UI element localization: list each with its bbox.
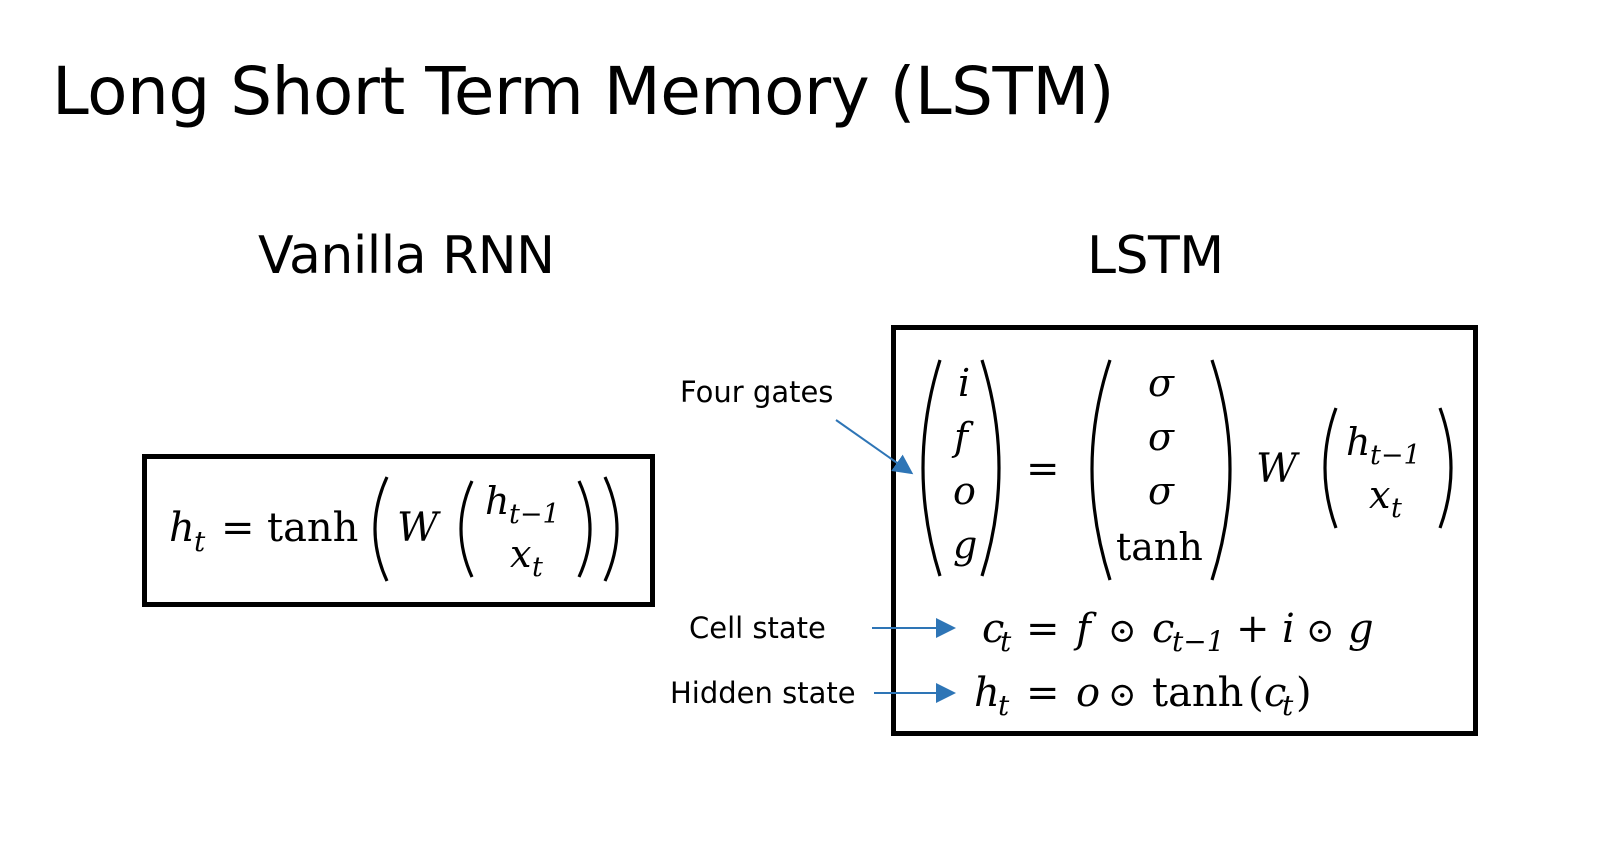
activation-sigma-3: σ xyxy=(1148,469,1175,513)
vanilla-vec-bottom-var: x xyxy=(510,532,531,576)
hidden-odot: ⊙ xyxy=(1108,675,1137,715)
vanilla-inner-rparen xyxy=(577,480,592,578)
input-bottom-sub: t xyxy=(1391,493,1402,524)
hidden-h-sub: t xyxy=(998,689,1010,722)
cell-c-sub: t xyxy=(1000,625,1012,658)
vanilla-lhs-h: h xyxy=(169,505,195,551)
vanilla-rnn-equation: h t = tanh W h t−1 x t xyxy=(169,476,619,583)
vanilla-vec-top-var: h xyxy=(485,479,509,523)
hidden-c: c xyxy=(1264,670,1286,716)
hidden-c-sub: t xyxy=(1282,689,1294,722)
hidden-h: h xyxy=(974,670,1000,716)
input-bottom-var: x xyxy=(1369,473,1390,517)
cell-c-prev: c xyxy=(1152,606,1174,652)
cell-odot-2: ⊙ xyxy=(1306,611,1335,651)
gate-g: g xyxy=(953,523,977,567)
activation-sigma-1: σ xyxy=(1148,361,1175,405)
lstm-weight: W xyxy=(1256,446,1300,492)
lstm-equation: i f o g = σ σ σ tanh W h t−1 x t c t = f… xyxy=(921,359,1453,722)
vanilla-tanh: tanh xyxy=(267,505,358,551)
activation-sigma-2: σ xyxy=(1148,415,1175,459)
input-lparen xyxy=(1323,407,1338,529)
cell-equals: = xyxy=(1026,606,1060,652)
input-rparen xyxy=(1438,407,1453,529)
vanilla-inner-lparen xyxy=(459,480,474,578)
gate-i: i xyxy=(958,361,970,405)
vanilla-equals: = xyxy=(221,505,255,551)
hidden-tanh: tanh xyxy=(1152,670,1243,716)
vanilla-vec-bottom-sub: t xyxy=(532,552,543,583)
lstm-equation-box: i f o g = σ σ σ tanh W h t−1 x t c t = f… xyxy=(891,325,1478,736)
hidden-lparen: ( xyxy=(1248,670,1264,716)
activations-lparen xyxy=(1090,359,1112,581)
gate-o: o xyxy=(953,469,976,513)
lstm-heading: LSTM xyxy=(1087,226,1224,286)
cell-state-label: Cell state xyxy=(689,611,826,645)
cell-g: g xyxy=(1348,606,1374,652)
lstm-equals: = xyxy=(1026,446,1060,492)
gates-lparen xyxy=(921,359,942,577)
activation-tanh: tanh xyxy=(1116,525,1203,569)
cell-plus: + xyxy=(1236,606,1270,652)
input-top-sub: t−1 xyxy=(1370,440,1421,471)
hidden-equals: = xyxy=(1026,670,1060,716)
vanilla-lhs-sub: t xyxy=(194,525,206,558)
vanilla-rnn-heading: Vanilla RNN xyxy=(258,226,555,286)
vanilla-outer-lparen xyxy=(373,476,389,582)
vanilla-vec-top-sub: t−1 xyxy=(509,499,560,530)
activations-rparen xyxy=(1210,359,1232,581)
cell-c-prev-sub: t−1 xyxy=(1172,625,1225,658)
input-top-var: h xyxy=(1346,420,1370,464)
vanilla-weight: W xyxy=(397,505,441,551)
vanilla-outer-rparen xyxy=(603,476,619,582)
hidden-state-label: Hidden state xyxy=(670,676,856,710)
four-gates-label: Four gates xyxy=(680,375,834,409)
gates-rparen xyxy=(980,359,1001,577)
vanilla-rnn-equation-box: h t = tanh W h t−1 x t xyxy=(142,454,655,607)
cell-c: c xyxy=(982,606,1004,652)
cell-odot-1: ⊙ xyxy=(1108,611,1137,651)
cell-i: i xyxy=(1282,606,1295,652)
slide-title: Long Short Term Memory (LSTM) xyxy=(52,53,1115,130)
hidden-rparen: ) xyxy=(1296,670,1312,716)
four-gates-arrow xyxy=(835,419,914,475)
hidden-o: o xyxy=(1076,670,1100,716)
